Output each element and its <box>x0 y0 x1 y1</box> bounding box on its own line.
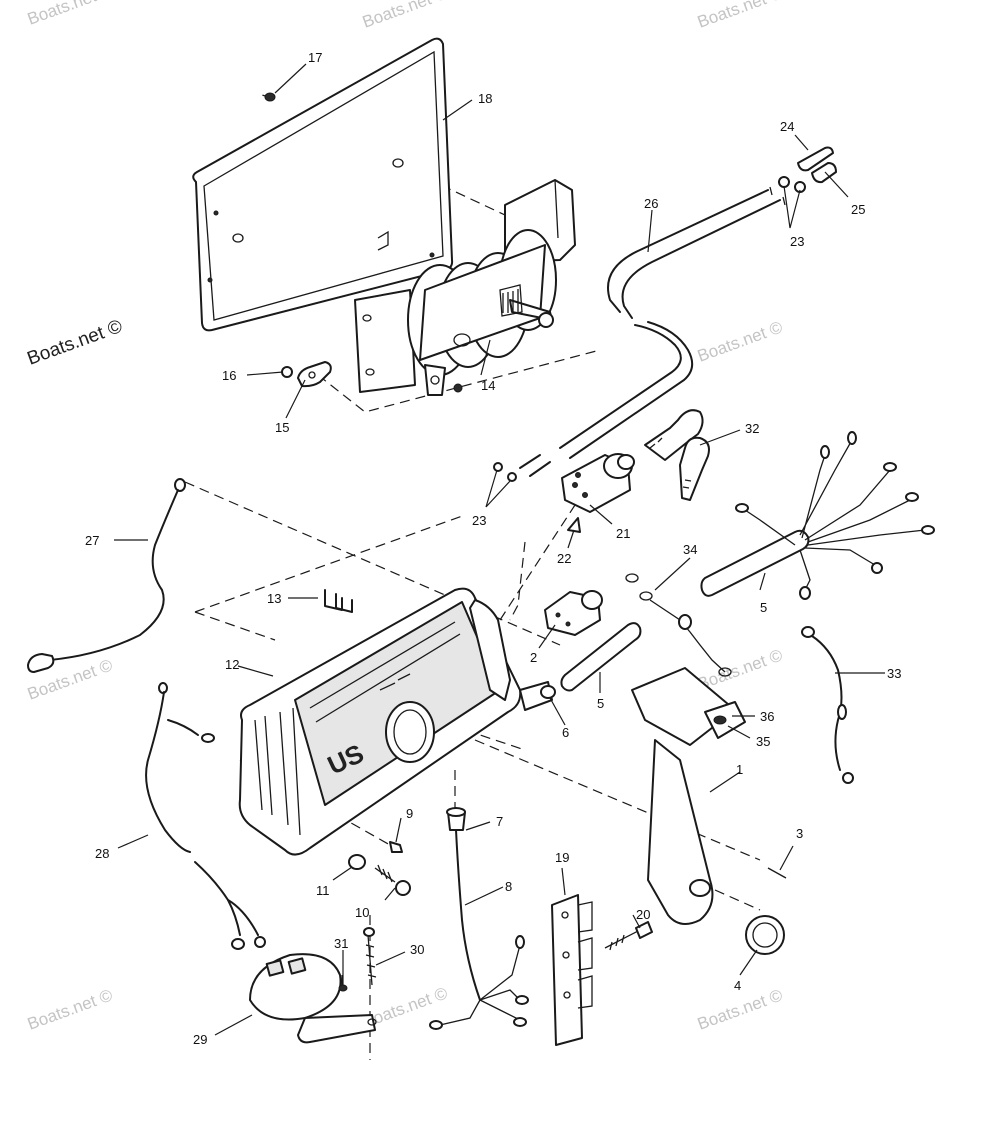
label-32: 32 <box>745 421 759 436</box>
part-31-nut <box>338 984 348 992</box>
part-17-screw <box>264 92 276 102</box>
part-24-cable-end <box>797 146 834 172</box>
label-6: 6 <box>562 725 569 740</box>
part-30-screw <box>363 927 377 986</box>
part-33-lanyard-wire <box>801 626 854 784</box>
leader-lines <box>114 63 885 1036</box>
watermark: Boats.net © <box>695 0 786 32</box>
part-2-switch <box>544 590 603 636</box>
part-6-washer <box>540 685 556 699</box>
part-27-lanyard-wire <box>27 478 186 673</box>
part-22-nut <box>567 517 581 533</box>
label-24: 24 <box>780 119 794 134</box>
label-36: 36 <box>760 709 774 724</box>
part-29-horn <box>249 953 377 1044</box>
label-25: 25 <box>851 202 865 217</box>
part-14-control-mechanism <box>354 179 576 396</box>
label-31: 31 <box>334 936 348 951</box>
watermark: Boats.net © <box>695 317 786 365</box>
label-22: 22 <box>557 551 571 566</box>
label-3: 3 <box>796 826 803 841</box>
label-16: 16 <box>222 368 236 383</box>
label-9: 9 <box>406 806 413 821</box>
label-21: 21 <box>616 526 630 541</box>
label-30: 30 <box>410 942 424 957</box>
part-5-sleeve-upper <box>700 529 810 597</box>
part-23-nut-lower <box>493 462 517 482</box>
part-28-wire-assembly <box>145 682 266 950</box>
label-10: 10 <box>355 905 369 920</box>
watermark: Boats.net © <box>25 0 116 29</box>
part-23-nut-upper <box>778 176 806 193</box>
label-28: 28 <box>95 846 109 861</box>
label-20: 20 <box>636 907 650 922</box>
part-11-washer <box>348 854 366 870</box>
watermark-dark: Boats.net © <box>25 316 126 370</box>
part-5-sleeve-lower <box>560 622 642 692</box>
part-34-lanyard-chain <box>625 573 732 677</box>
part-9-screw <box>389 841 403 853</box>
part-18-mounting-plate <box>192 37 454 332</box>
watermark: Boats.net © <box>25 985 116 1033</box>
part-3-pin <box>767 867 787 879</box>
label-11: 11 <box>316 883 330 898</box>
label-19: 19 <box>555 850 569 865</box>
label-23-lower: 23 <box>472 513 486 528</box>
part-1-throttle-lever <box>631 667 746 925</box>
part-26-cables <box>519 186 786 477</box>
label-8: 8 <box>505 879 512 894</box>
part-7-grommet <box>446 807 466 831</box>
label-26: 26 <box>644 196 658 211</box>
label-29: 29 <box>193 1032 207 1047</box>
part-20-screw <box>604 921 653 951</box>
label-12: 12 <box>225 657 239 672</box>
wire-harness <box>735 431 935 600</box>
label-34: 34 <box>683 542 697 557</box>
label-1: 1 <box>736 762 743 777</box>
label-17: 17 <box>308 50 322 65</box>
part-labels: 17 18 16 15 14 24 25 23 26 32 23 21 22 2… <box>85 50 901 1047</box>
label-15: 15 <box>275 420 289 435</box>
watermark: Boats.net © <box>360 0 451 32</box>
label-18: 18 <box>478 91 492 106</box>
part-21-ignition-switch <box>561 453 635 513</box>
part-16-nut <box>281 366 293 378</box>
part-4-knob <box>745 915 785 955</box>
part-15-bracket <box>297 361 332 388</box>
label-7: 7 <box>496 814 503 829</box>
part-25-cable-end <box>811 162 837 184</box>
label-4: 4 <box>734 978 741 993</box>
label-5-upper: 5 <box>760 600 767 615</box>
part-12-control-housing: US <box>238 587 553 856</box>
label-14: 14 <box>481 378 495 393</box>
label-5-lower: 5 <box>597 696 604 711</box>
label-23-upper: 23 <box>790 234 804 249</box>
part-32-keys <box>644 409 710 501</box>
label-33: 33 <box>887 666 901 681</box>
label-27: 27 <box>85 533 99 548</box>
part-8-wiring-harness <box>429 829 529 1030</box>
part-10-bolt <box>374 864 411 896</box>
label-13: 13 <box>267 591 281 606</box>
label-35: 35 <box>756 734 770 749</box>
part-13-clip <box>324 589 353 613</box>
part-19-terminal-block <box>551 894 593 1046</box>
label-2: 2 <box>530 650 537 665</box>
